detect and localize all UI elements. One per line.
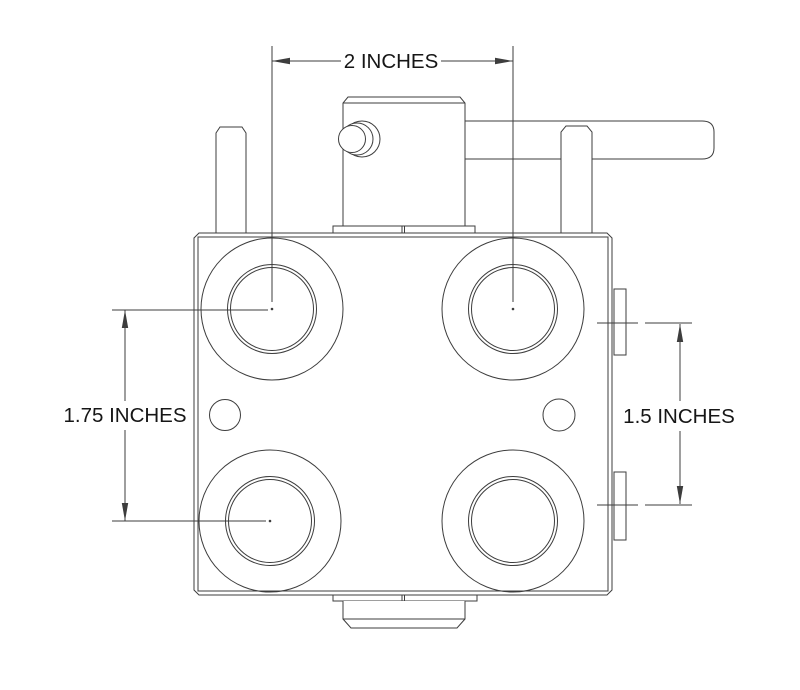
dimension-label-left: 1.75 INCHES bbox=[63, 404, 186, 427]
arrowhead-down-icon bbox=[121, 503, 129, 521]
block-outer-outline bbox=[193, 232, 613, 596]
bottom-boss bbox=[332, 594, 478, 629]
port-outer-circle bbox=[441, 449, 585, 593]
dimension-left-height: 1.75 INCHES bbox=[63, 309, 268, 522]
knob-front-circle bbox=[338, 125, 366, 153]
dimension-top-width: 2 INCHES bbox=[271, 46, 514, 302]
dimension-label-top: 2 INCHES bbox=[344, 50, 439, 73]
center-mark bbox=[268, 519, 272, 523]
port-bottom-right bbox=[441, 449, 585, 593]
center-mark bbox=[511, 307, 515, 311]
side-tab-bottom bbox=[613, 471, 627, 541]
main-block bbox=[193, 232, 613, 596]
dimension-label-right: 1.5 INCHES bbox=[623, 405, 735, 428]
arrowhead-down-icon bbox=[676, 486, 684, 504]
mounting-pin bbox=[215, 126, 247, 233]
center-mark bbox=[270, 307, 274, 311]
arrowhead-left-icon bbox=[272, 57, 290, 65]
handle-post bbox=[560, 125, 593, 233]
arrowhead-up-icon bbox=[121, 310, 129, 328]
valve-knob bbox=[338, 120, 381, 158]
side-tab-top bbox=[613, 288, 627, 356]
bolt-hole-right bbox=[542, 398, 576, 432]
port-chamfer-circle bbox=[468, 476, 558, 566]
block-inner-outline bbox=[197, 236, 609, 592]
port-bore-circle bbox=[471, 479, 555, 563]
top-assembly bbox=[215, 96, 715, 234]
arrowhead-right-icon bbox=[495, 57, 513, 65]
valve-body bbox=[342, 96, 466, 226]
arrowhead-up-icon bbox=[676, 324, 684, 342]
bolt-hole-left bbox=[209, 399, 241, 431]
bottom-boss-nut bbox=[342, 601, 466, 629]
dimension-right-height: 1.5 INCHES bbox=[597, 322, 735, 506]
